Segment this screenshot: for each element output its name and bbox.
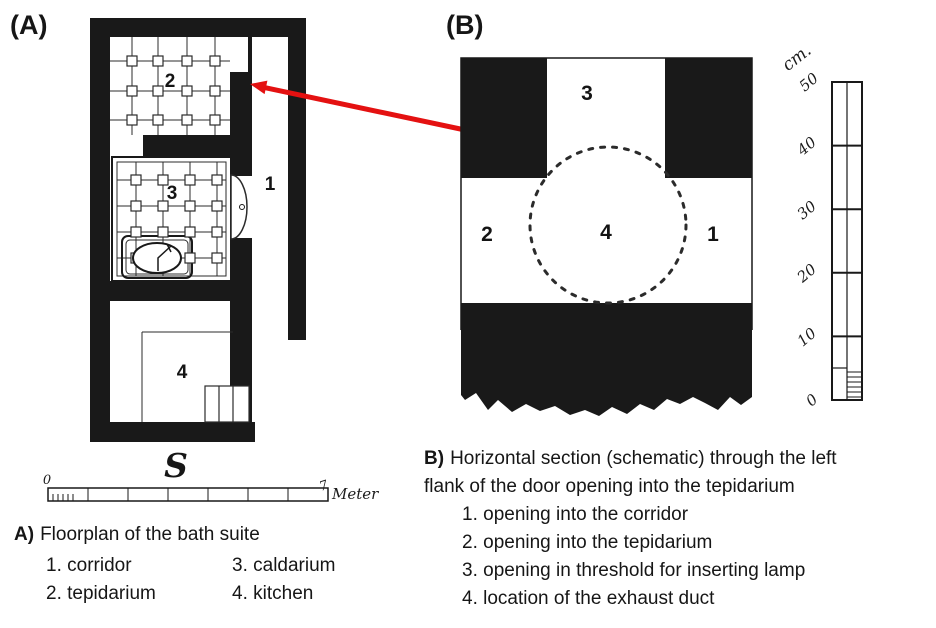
ruler-tick-20: 20 — [793, 260, 820, 287]
caption-b-title-line2: flank of the door opening into the tepid… — [424, 476, 795, 497]
legend-item-kitchen: 4. kitchen — [232, 583, 314, 604]
legend-item-threshold-lamp: 3. opening in threshold for inserting la… — [462, 560, 806, 581]
ruler-hatching — [847, 371, 862, 398]
cm-ruler: cm. 50 40 30 20 10 0 — [779, 41, 863, 410]
kitchen — [141, 331, 250, 423]
legend-item-caldarium: 3. caldarium — [232, 555, 336, 576]
label-tepidarium: 2 — [165, 71, 176, 92]
label-caldarium: 3 — [167, 183, 178, 204]
legend-item-exhaust-duct: 4. location of the exhaust duct — [462, 588, 715, 609]
basin-pointer — [157, 243, 172, 271]
wall-left — [90, 18, 110, 442]
section-block-right — [665, 58, 752, 178]
wall-corridor-right — [288, 18, 306, 340]
wall-top — [90, 18, 306, 37]
legend-item-corridor: 1. corridor — [46, 555, 132, 576]
caption-b-legend: 1. opening into the corridor 2. opening … — [462, 501, 837, 613]
ruler-tick-40: 40 — [793, 133, 820, 160]
panel-a-tag: (A) — [10, 10, 48, 40]
floorplan-a: 2 3 1 4 S 0 7 Meter — [43, 18, 379, 503]
exhaust-duct-circle — [528, 145, 688, 305]
kitchen-steps — [204, 385, 250, 423]
caption-a-prefix: A) — [14, 524, 35, 545]
caldarium-grid — [117, 162, 226, 276]
section-bottom-mass — [461, 303, 752, 416]
ruler-tick-10: 10 — [794, 324, 821, 350]
label-threshold-opening: 3 — [581, 82, 593, 105]
compass-letter: S — [164, 446, 188, 485]
legend-item-opening-tepidarium: 2. opening into the tepidarium — [462, 532, 713, 553]
caption-a-legend: 1. corridor 3. caldarium 2. tepidarium 4… — [46, 552, 336, 608]
wall-divider-2-3 — [143, 135, 252, 157]
label-exhaust-duct: 4 — [600, 221, 612, 244]
caption-a: A)Floorplan of the bath suite 1. corrido… — [14, 521, 336, 608]
section-block-left — [461, 58, 547, 178]
wall-bottom — [90, 422, 255, 442]
section-b: 3 2 4 1 cm. 50 40 30 20 10 0 — [460, 41, 863, 416]
label-corridor-opening: 1 — [707, 223, 719, 246]
section-outline — [460, 57, 753, 330]
label-tepidarium-opening: 2 — [481, 223, 493, 246]
kitchen-inner-lines — [141, 331, 233, 422]
label-corridor: 1 — [265, 174, 276, 195]
apse-dot — [239, 204, 245, 210]
ruler-tick-50: 50 — [796, 69, 823, 95]
caldarium-inner-border — [116, 161, 227, 277]
kitchen-steps-dividers — [218, 386, 234, 422]
plan-walls — [90, 18, 306, 442]
caption-b-prefix: B) — [424, 448, 445, 469]
wall-divider-3-4 — [110, 281, 252, 301]
basin-oval — [132, 242, 182, 274]
caldarium — [111, 156, 252, 282]
red-arrow — [250, 80, 466, 133]
meter-scalebar: 0 7 Meter — [43, 473, 379, 503]
scalebar-zero: 0 — [43, 473, 51, 488]
wall-mid — [230, 72, 252, 422]
legend-item-tepidarium: 2. tepidarium — [46, 583, 156, 604]
ruler-tick-0: 0 — [802, 390, 821, 410]
caption-b-title-line1: B)Horizontal section (schematic) through… — [424, 448, 837, 469]
scalebar-subdivisions — [52, 494, 74, 501]
panel-b-tag: (B) — [446, 10, 484, 40]
caption-a-title: A)Floorplan of the bath suite — [14, 524, 260, 545]
wall-door-jamb — [248, 36, 252, 72]
legend-item-opening-corridor: 1. opening into the corridor — [462, 504, 689, 525]
ruler-tick-30: 30 — [794, 197, 821, 223]
scalebar-unit: Meter — [331, 485, 379, 503]
caption-b: B)Horizontal section (schematic) through… — [424, 445, 837, 613]
label-kitchen: 4 — [177, 362, 188, 383]
